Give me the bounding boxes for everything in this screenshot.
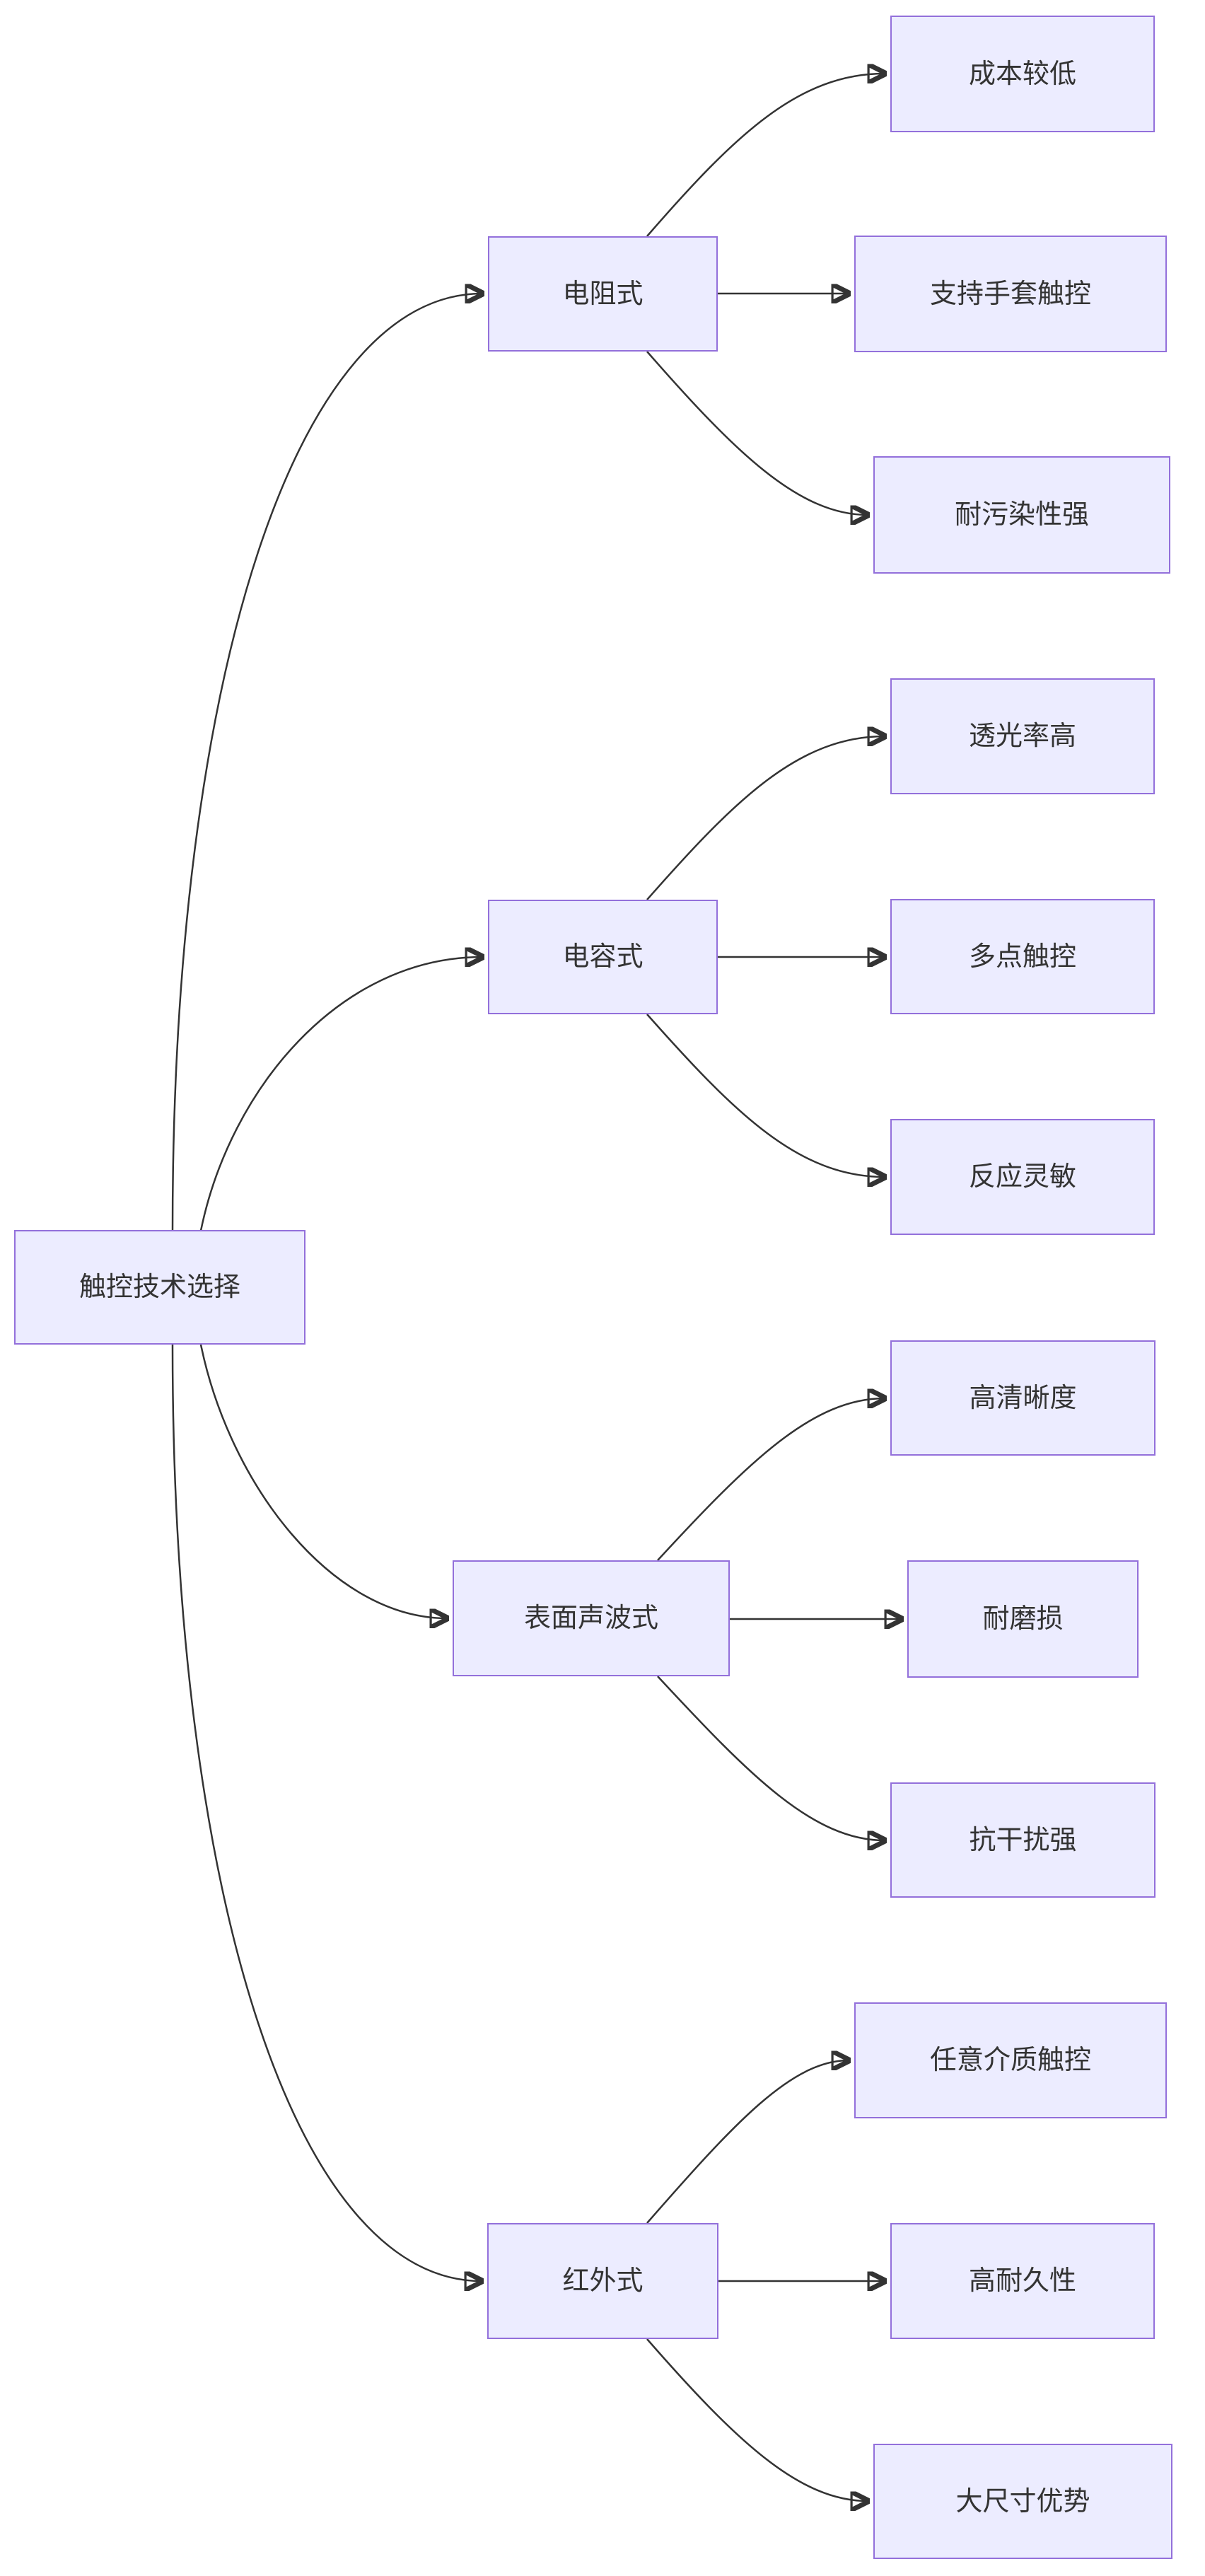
edge-infrared-leaf1 [646,2060,849,2224]
node-branch-resistive: 电阻式 [488,236,718,352]
node-leaf-anti-interference: 抗干扰强 [890,1782,1155,1898]
node-root: 触控技术选择 [14,1230,305,1345]
node-leaf-multi-touch-label: 多点触控 [968,941,1076,972]
edge-resistive-leaf3 [646,351,868,515]
node-leaf-wear-resistant-label: 耐磨损 [982,1604,1064,1634]
edge-root-saw [199,1344,447,1618]
edge-saw-leaf3 [657,1676,885,1840]
node-leaf-anti-interference-label: 抗干扰强 [969,1825,1077,1855]
node-branch-capacitive: 电容式 [488,900,718,1014]
node-branch-saw: 表面声波式 [453,1560,730,1676]
node-leaf-low-cost-label: 成本较低 [968,59,1076,89]
node-branch-saw-label: 表面声波式 [523,1603,658,1633]
node-leaf-glove-touch: 支持手套触控 [854,236,1167,352]
node-leaf-high-transmittance-label: 透光率高 [968,721,1076,751]
node-branch-resistive-label: 电阻式 [562,279,644,309]
node-leaf-any-medium-touch-label: 任意介质触控 [929,2046,1091,2075]
node-branch-infrared: 红外式 [487,2223,718,2339]
node-branch-capacitive-label: 电容式 [562,942,644,972]
node-root-label: 触控技术选择 [78,1272,240,1302]
node-leaf-large-size-advantage-label: 大尺寸优势 [955,2486,1090,2517]
edge-root-resistive [171,294,482,1231]
node-leaf-high-clarity: 高清晰度 [890,1340,1155,1456]
edge-root-infrared [171,1344,482,2281]
node-leaf-wear-resistant: 耐磨损 [907,1560,1139,1678]
node-leaf-high-clarity-label: 高清晰度 [969,1383,1077,1413]
edge-capacitive-leaf1 [646,736,885,900]
node-leaf-responsive-label: 反应灵敏 [968,1162,1076,1192]
edge-capacitive-leaf3 [646,1014,885,1177]
node-leaf-contamination-resistant: 耐污染性强 [873,456,1170,574]
node-leaf-responsive: 反应灵敏 [890,1119,1155,1235]
node-leaf-high-transmittance: 透光率高 [890,678,1155,794]
node-leaf-contamination-resistant-label: 耐污染性强 [954,500,1089,530]
node-branch-infrared-label: 红外式 [562,2266,644,2296]
node-leaf-any-medium-touch: 任意介质触控 [854,2002,1167,2118]
node-leaf-high-durability-label: 高耐久性 [968,2266,1076,2296]
edge-infrared-leaf3 [646,2338,868,2501]
node-leaf-low-cost: 成本较低 [890,16,1155,132]
node-leaf-large-size-advantage: 大尺寸优势 [873,2444,1172,2559]
edge-root-capacitive [199,957,482,1231]
node-leaf-multi-touch: 多点触控 [890,899,1155,1014]
node-leaf-high-durability: 高耐久性 [890,2223,1155,2339]
node-leaf-glove-touch-label: 支持手套触控 [929,279,1091,309]
edge-saw-leaf1 [657,1398,885,1561]
edge-resistive-leaf1 [646,74,885,237]
